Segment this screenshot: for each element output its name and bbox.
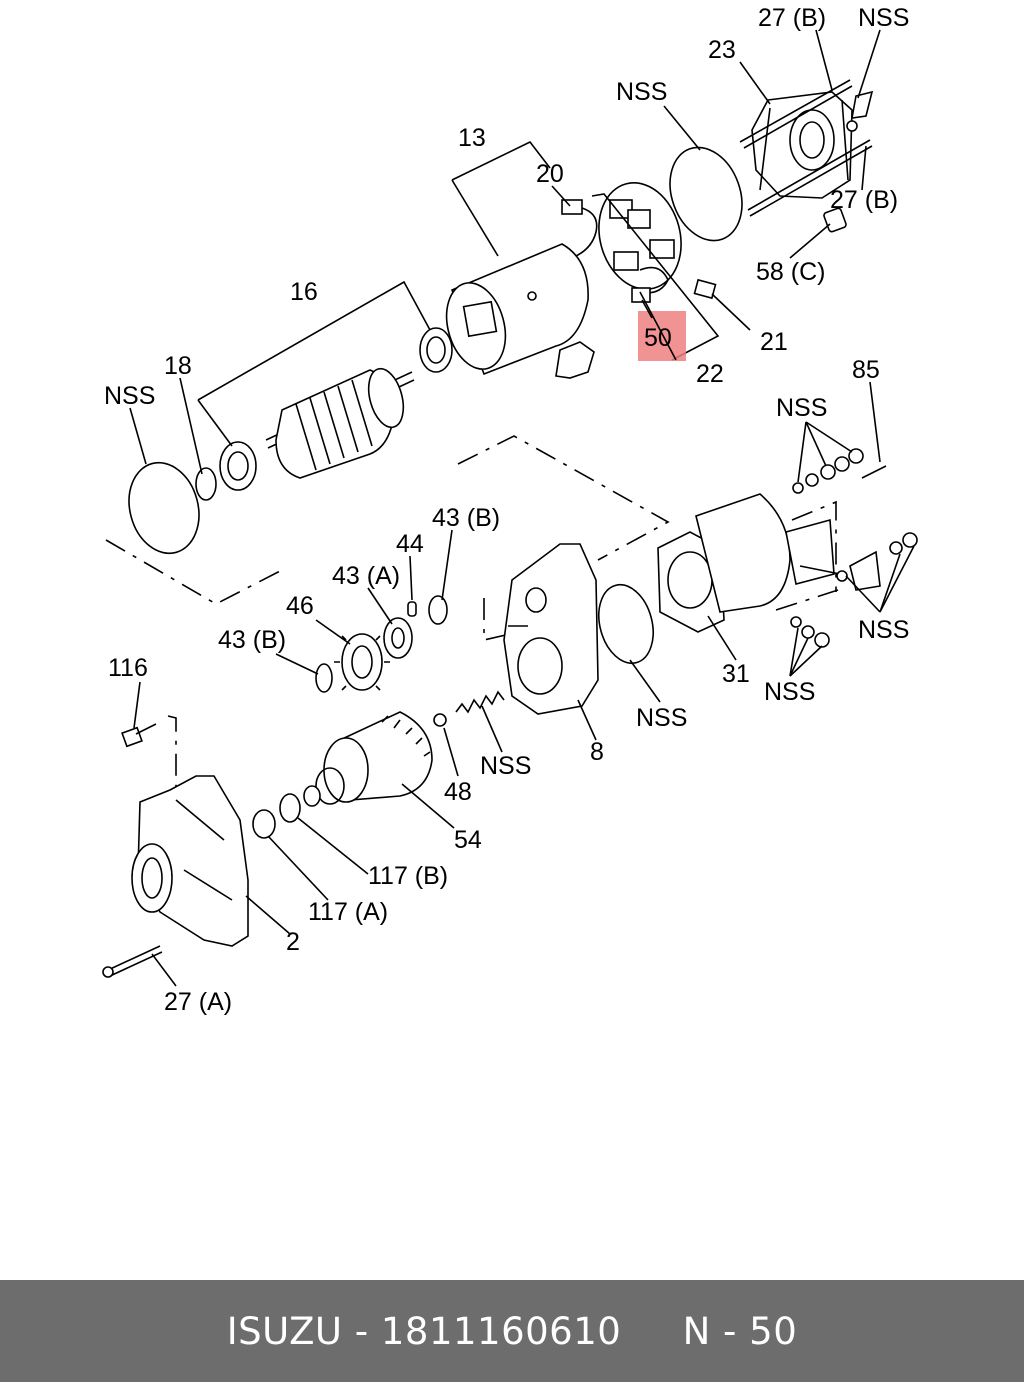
part-caption-bar: ISUZU - 1811160610 N - 50 xyxy=(0,1280,1024,1382)
caption-separator: - xyxy=(342,1309,381,1353)
label-116: 116 xyxy=(108,654,148,682)
callout-labels: 27 (B) NSS 23 NSS 13 20 27 (B) 58 (C) 16… xyxy=(104,4,909,1016)
label-43b-top: 43 (B) xyxy=(432,504,500,532)
highlight-50 xyxy=(638,311,686,361)
label-21: 21 xyxy=(760,328,788,356)
label-nss-gasket: NSS xyxy=(636,704,687,732)
brush-20 xyxy=(561,199,583,215)
label-31: 31 xyxy=(722,660,750,688)
idler-gear-46 xyxy=(334,633,390,691)
label-85: 85 xyxy=(852,356,880,384)
brush-21 xyxy=(693,278,717,300)
bush-58c xyxy=(823,207,847,233)
label-nss-seal: NSS xyxy=(616,78,667,106)
bolt-116 xyxy=(121,723,157,748)
label-2: 2 xyxy=(286,928,300,956)
label-18: 18 xyxy=(164,352,192,380)
spring-nss xyxy=(455,690,505,714)
starter-motor-exploded-diagram: 27 (B) NSS 23 NSS 13 20 27 (B) 58 (C) 16… xyxy=(102,4,918,1016)
retainer-43a xyxy=(383,617,413,659)
label-43a: 43 (A) xyxy=(332,562,400,590)
caption-gap xyxy=(621,1310,682,1353)
label-27b-top: 27 (B) xyxy=(758,4,826,32)
label-46: 46 xyxy=(286,592,314,620)
label-50: 50 xyxy=(644,324,672,352)
label-23: 23 xyxy=(708,36,736,64)
nss-gasket xyxy=(598,583,654,665)
label-44: 44 xyxy=(396,530,424,558)
bearing-rear xyxy=(419,327,453,373)
label-22: 22 xyxy=(696,360,724,388)
washer-43b-top xyxy=(428,595,448,625)
brush-holder-assembly xyxy=(598,182,682,294)
bearing-front xyxy=(219,441,257,491)
brush-lead xyxy=(575,207,598,257)
diagram-position: N - 50 xyxy=(682,1309,798,1353)
label-nss-right: NSS xyxy=(858,616,909,644)
nss-washer xyxy=(846,120,858,132)
label-58c: 58 (C) xyxy=(756,258,825,286)
washer-117a xyxy=(252,809,276,839)
label-48: 48 xyxy=(444,778,472,806)
label-nss-nuts: NSS xyxy=(776,394,827,422)
washer-117b xyxy=(279,793,301,823)
yoke-assembly-13 xyxy=(445,243,595,379)
through-bolt-27b xyxy=(739,79,873,217)
clutch-pinion-54 xyxy=(303,711,433,807)
front-housing-2 xyxy=(131,775,249,947)
label-nss-left: NSS xyxy=(104,382,155,410)
label-54: 54 xyxy=(454,826,482,854)
armature-16 xyxy=(265,367,415,479)
nss-o-ring-rear xyxy=(669,146,743,242)
label-13: 13 xyxy=(458,124,486,152)
label-117b: 117 (B) xyxy=(368,862,448,890)
steel-ball-48 xyxy=(433,713,447,727)
label-8: 8 xyxy=(590,738,604,766)
magnetic-switch-31 xyxy=(657,493,841,633)
label-27a: 27 (A) xyxy=(164,988,232,1016)
label-27b-mid: 27 (B) xyxy=(830,186,898,214)
label-16: 16 xyxy=(290,278,318,306)
label-117a: 117 (A) xyxy=(308,898,388,926)
label-20: 20 xyxy=(536,160,564,188)
label-43b-left: 43 (B) xyxy=(218,626,286,654)
label-nss-bottom: NSS xyxy=(764,678,815,706)
label-nss-spring: NSS xyxy=(480,752,531,780)
washer-43b-left xyxy=(315,663,333,693)
gear-housing-8 xyxy=(503,543,599,715)
brand-name: ISUZU xyxy=(226,1309,343,1353)
terminal-bracket xyxy=(849,550,881,591)
leader-lines xyxy=(129,29,915,987)
washer-18 xyxy=(195,467,217,501)
small-bracket xyxy=(851,90,874,119)
nss-o-ring-front xyxy=(128,461,200,555)
pin-44 xyxy=(407,601,417,617)
label-nss-top: NSS xyxy=(858,4,909,32)
part-number: 1811160610 xyxy=(380,1309,622,1353)
through-bolt-27a xyxy=(102,945,163,978)
